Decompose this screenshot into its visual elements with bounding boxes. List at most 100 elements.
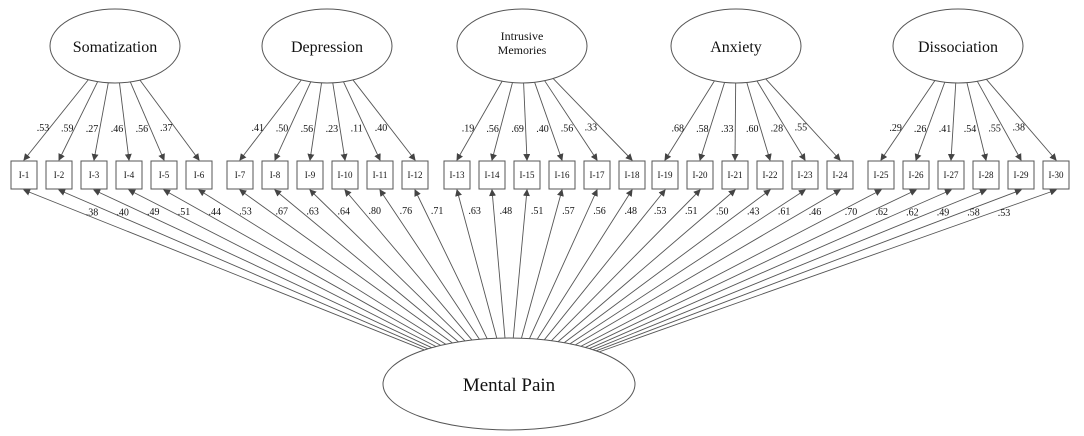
- specific-loading-path: [914, 82, 946, 161]
- specific-loading-path: [756, 80, 806, 161]
- specific-loading-path: [523, 82, 531, 161]
- item-label: I-6: [194, 170, 205, 180]
- specific-loading-label: .37: [160, 123, 173, 134]
- general-loading-label: .58: [967, 208, 980, 219]
- factor-ellipse: [49, 8, 181, 84]
- factor-ellipse: [670, 8, 802, 84]
- specific-loading-label: .68: [672, 123, 685, 134]
- item-i-26: I-26: [902, 160, 930, 190]
- item-box: [443, 160, 471, 190]
- item-label: I-5: [159, 170, 170, 180]
- item-box: [826, 160, 854, 190]
- specific-loading-path: [947, 82, 957, 161]
- item-i-23: I-23: [791, 160, 819, 190]
- general-factor: Mental Pain: [382, 337, 636, 431]
- item-box: [331, 160, 359, 190]
- specific-loading-path: [880, 80, 936, 161]
- item-i-3: I-3: [80, 160, 108, 190]
- specific-loading-path: [698, 82, 726, 161]
- specific-loading-path: [343, 81, 381, 161]
- item-label: I-19: [658, 170, 673, 180]
- item-box: [548, 160, 576, 190]
- general-loading-label: .53: [654, 206, 667, 217]
- item-i-15: I-15: [513, 160, 541, 190]
- general-loading-path: [598, 188, 1057, 353]
- specific-loading-label: .33: [585, 122, 598, 133]
- general-loading-path: [198, 189, 446, 345]
- factor-label-line: Intrusive: [501, 29, 544, 43]
- specific-loading-path: [274, 81, 312, 161]
- specific-loading-label: .11: [351, 124, 363, 135]
- factor-dissociation: Dissociation: [892, 8, 1024, 84]
- specific-loading-label: .54: [964, 124, 977, 135]
- item-i-13: I-13: [443, 160, 471, 190]
- specific-loading-path: [332, 82, 348, 161]
- item-label: I-28: [979, 170, 994, 180]
- specific-loading-label: .56: [136, 124, 149, 135]
- specific-loading-path: [129, 81, 165, 161]
- factor-anxiety: Anxiety: [670, 8, 802, 84]
- specific-loading-path: [765, 78, 841, 161]
- general-loading-path: [512, 189, 530, 339]
- specific-loading-label: .26: [914, 124, 927, 135]
- specific-loading-label: .60: [746, 124, 759, 135]
- specific-loading-path: [58, 81, 99, 161]
- general-loading-path: [575, 189, 841, 346]
- factor-somatization: Somatization: [49, 8, 181, 84]
- factor-label: Dissociation: [918, 39, 998, 56]
- general-loading-path: [543, 189, 666, 341]
- item-label: I-21: [728, 170, 743, 180]
- general-loading-path: [414, 189, 488, 339]
- specific-loading-label: .46: [111, 124, 124, 135]
- item-box: [791, 160, 819, 190]
- item-label: I-23: [798, 170, 813, 180]
- general-loading-label: .44: [208, 207, 221, 218]
- item-label: I-2: [54, 170, 65, 180]
- item-label: I-22: [763, 170, 778, 180]
- general-loading-path: [569, 189, 806, 345]
- specific-loading-path: [534, 82, 564, 161]
- general-loading-path: [551, 189, 701, 342]
- general-loading-path: [163, 189, 441, 346]
- item-i-22: I-22: [756, 160, 784, 190]
- item-i-27: I-27: [937, 160, 965, 190]
- specific-loading-label: .40: [375, 123, 388, 134]
- general-loading-path: [589, 189, 952, 349]
- general-loading-label: .70: [845, 207, 858, 218]
- general-loading-path: [23, 188, 425, 351]
- item-box: [80, 160, 108, 190]
- item-box: [45, 160, 73, 190]
- general-factor-ellipse: [382, 337, 636, 431]
- item-i-20: I-20: [686, 160, 714, 190]
- specific-loading-label: .28: [771, 123, 784, 134]
- general-loading-label: .49: [937, 207, 950, 218]
- specific-loading-path: [976, 81, 1022, 161]
- item-box: [618, 160, 646, 190]
- item-box: [756, 160, 784, 190]
- item-label: I-27: [944, 170, 959, 180]
- general-loading-path: [489, 189, 506, 339]
- item-i-8: I-8: [261, 160, 289, 190]
- general-loading-path: [455, 189, 498, 339]
- item-label: I-7: [235, 170, 246, 180]
- specific-loading-path: [552, 78, 633, 161]
- general-loading-path: [344, 189, 473, 341]
- general-loading-path: [93, 189, 432, 349]
- specific-loading-label: .41: [251, 123, 264, 134]
- item-box: [261, 160, 289, 190]
- general-loading-label: .56: [593, 206, 606, 217]
- item-i-10: I-10: [331, 160, 359, 190]
- specific-loading-label: .27: [86, 124, 99, 135]
- item-label: I-17: [590, 170, 605, 180]
- specific-loading-label: .40: [536, 124, 549, 135]
- general-loading-label: .53: [998, 208, 1011, 219]
- general-loading-label: .48: [624, 206, 637, 217]
- specific-loading-label: .23: [326, 124, 339, 135]
- item-box: [513, 160, 541, 190]
- item-label: I-15: [520, 170, 535, 180]
- general-loading-label: .76: [400, 206, 413, 217]
- factor-label: Somatization: [73, 39, 157, 56]
- item-label: I-9: [305, 170, 316, 180]
- specific-loading-path: [91, 82, 109, 161]
